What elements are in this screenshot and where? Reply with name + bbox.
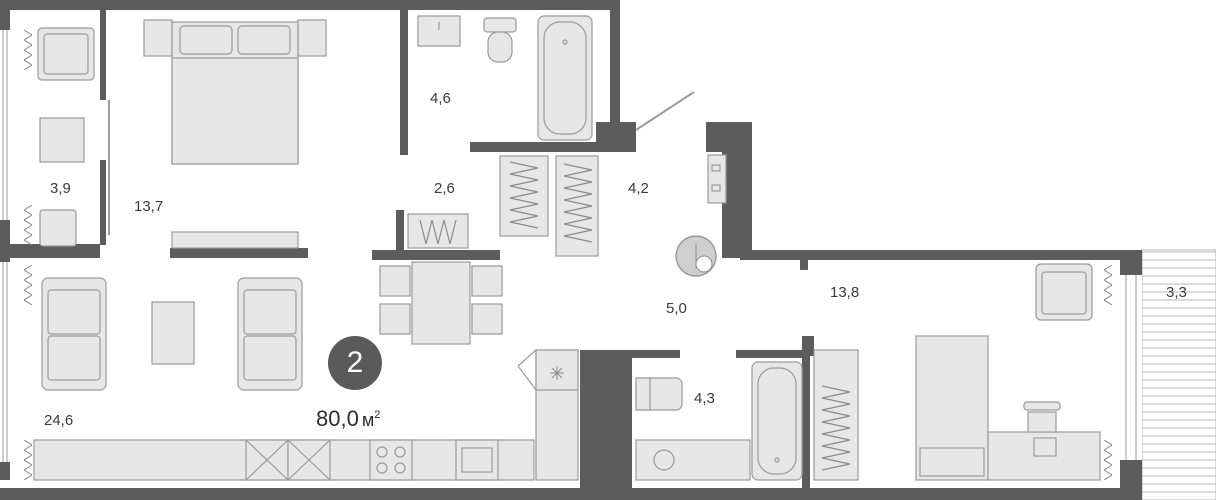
sink [417,15,461,47]
toilet-tank [483,17,517,33]
area-corridor: 5,0 [666,300,687,317]
dining-chair [471,303,503,335]
nightstand-right [297,19,327,57]
area-wardrobe: 2,6 [434,180,455,197]
wardrobe-unit-1 [499,155,549,237]
balcony-right-deck [1141,249,1216,500]
coffee-table [151,301,195,365]
nightstand-left [143,19,173,57]
total-area-value: 80,0 [316,406,359,431]
area-bedroom-2: 13,8 [830,284,860,301]
area-hallway: 4,2 [628,180,649,197]
windows [0,30,1142,480]
area-bathroom: 4,6 [430,90,451,107]
chair-loggia [39,209,77,247]
wardrobe-unit-3 [813,349,859,481]
hall-shelf [707,154,727,204]
side-table-loggia [39,117,85,163]
washing-machine [635,439,751,481]
area-bathroom-2: 4,3 [694,390,715,407]
total-area-unit-power: 2 [374,409,381,421]
area-living-room: 24,6 [44,412,74,429]
dining-chair [379,265,411,297]
area-bedroom: 13,7 [134,198,164,215]
compass-icon [675,235,717,277]
dresser [171,231,299,249]
extractor-icon [550,366,564,380]
total-area-unit: м [361,410,375,430]
dining-chair [379,303,411,335]
area-balcony-left: 3,9 [50,180,71,197]
furniture [33,15,1101,481]
stove [369,439,413,481]
dining-chair [471,265,503,297]
area-balcony-right: 3,3 [1166,284,1187,301]
rooms-count-badge: 2 [328,336,382,390]
dining-table [411,261,471,345]
rooms-count: 2 [346,346,364,379]
